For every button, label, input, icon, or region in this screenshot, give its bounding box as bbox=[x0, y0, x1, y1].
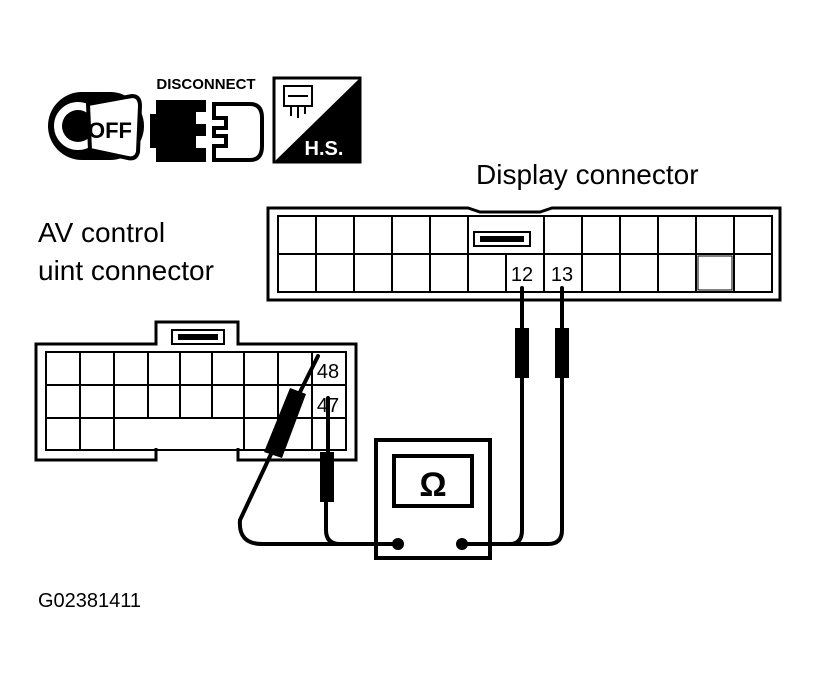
av-connector-title-line2: uint connector bbox=[38, 255, 214, 286]
ohm-symbol: Ω bbox=[419, 466, 446, 504]
ignition-off-label: OFF bbox=[88, 118, 132, 143]
probe-body-47 bbox=[320, 452, 334, 502]
display-pin-13: 13 bbox=[551, 264, 573, 286]
av-connector-title-line1: AV control bbox=[38, 217, 165, 248]
probe-body-13 bbox=[555, 328, 569, 378]
harness-side-label: H.S. bbox=[305, 138, 344, 160]
display-pin-12: 12 bbox=[511, 264, 533, 286]
connector-disconnect-icon: DISCONNECT bbox=[150, 76, 264, 162]
ignition-key-off-icon: OFF bbox=[48, 92, 144, 161]
av-pin-48: 48 bbox=[317, 361, 339, 383]
figure-code: G02381411 bbox=[38, 590, 141, 612]
harness-side-icon: H.S. bbox=[272, 76, 362, 164]
disconnect-label: DISCONNECT bbox=[156, 76, 255, 93]
display-connector: 12 13 bbox=[266, 206, 782, 302]
probe-body-48 bbox=[264, 388, 306, 458]
probe-bodies bbox=[264, 328, 569, 502]
ohmmeter: Ω bbox=[374, 438, 492, 560]
display-connector-title: Display connector bbox=[476, 159, 699, 190]
av-control-unit-connector: 48 47 bbox=[34, 320, 358, 462]
probe-body-12 bbox=[515, 328, 529, 378]
